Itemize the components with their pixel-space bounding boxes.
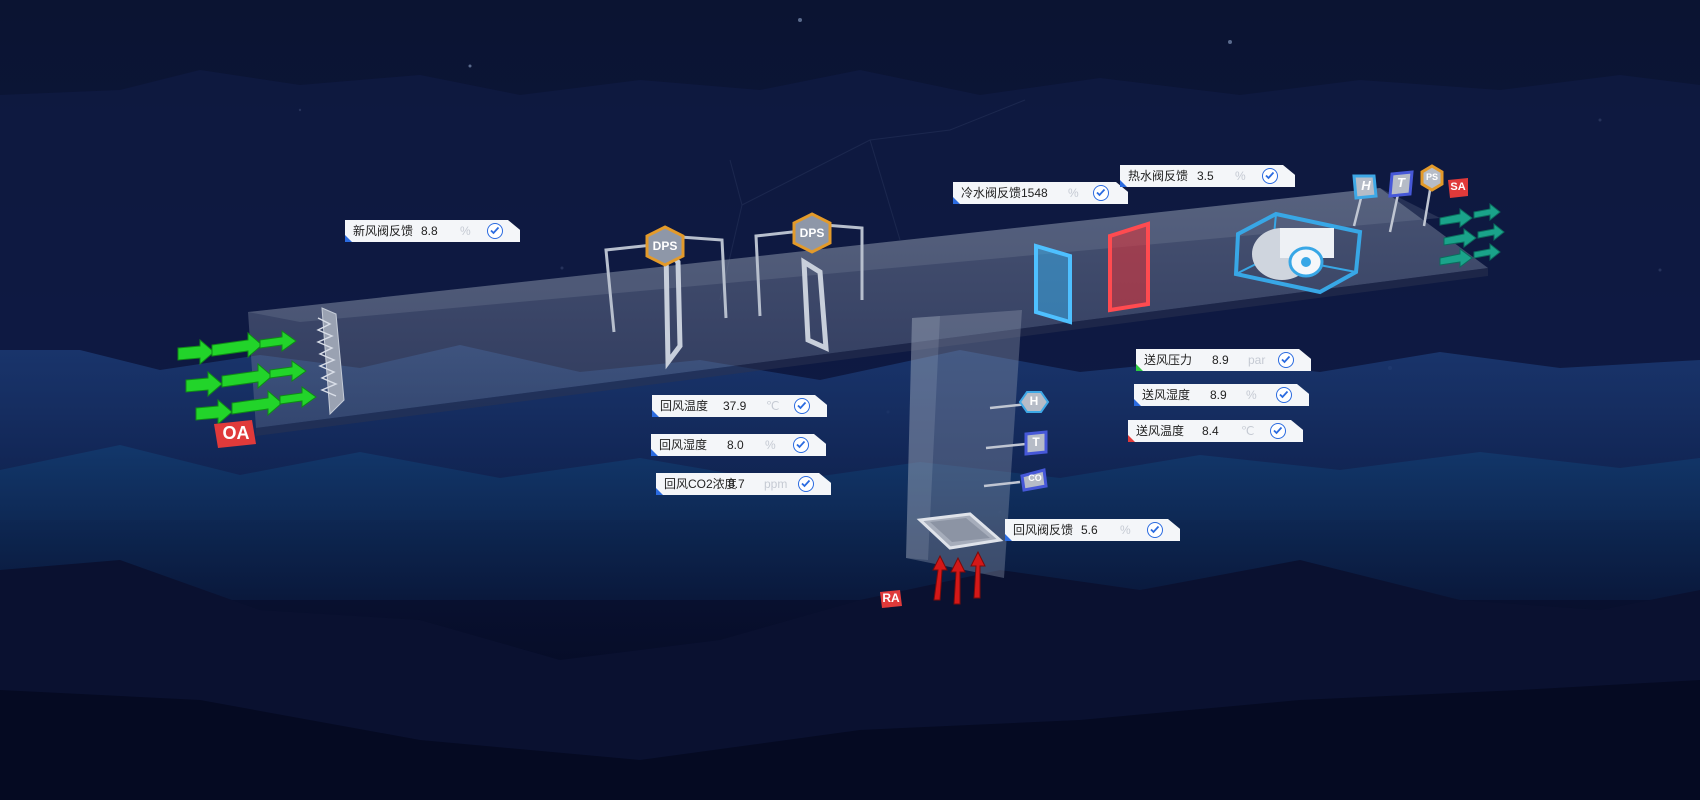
cooling-coil — [1034, 243, 1072, 325]
check-icon[interactable] — [798, 476, 814, 492]
return-air-arrows — [932, 550, 986, 605]
main-duct — [248, 188, 1488, 436]
check-icon[interactable] — [1270, 423, 1286, 439]
readout-value: 8.8 — [421, 224, 438, 238]
h-top-label: H — [1361, 178, 1371, 193]
check-icon[interactable] — [487, 223, 503, 239]
check-icon[interactable] — [1278, 352, 1294, 368]
h-mid-label: H — [1029, 394, 1039, 408]
readout-unit: % — [1235, 169, 1246, 183]
dps-1-label: DPS — [652, 239, 678, 253]
readout-label: 送风湿度 — [1142, 388, 1191, 402]
readout-label: 送风压力 — [1144, 353, 1193, 367]
readout-value: 8.9 — [1210, 388, 1227, 402]
readout-label: 回风阀反馈 — [1013, 523, 1074, 537]
sa-marker — [1448, 178, 1468, 198]
supply-air-arrows — [1439, 202, 1505, 268]
readout-fresh-air-valve[interactable]: 新风阀反馈 8.8 % — [345, 220, 520, 242]
readout-hot-water-valve[interactable]: 热水阀反馈 3.5 % — [1120, 165, 1295, 187]
readout-chilled-water-valve[interactable]: 冷水阀反馈 1548 % — [953, 182, 1128, 204]
readout-return-humidity[interactable]: 回风湿度 8.0 % — [651, 434, 826, 456]
temperature-sensor-mid — [1024, 430, 1048, 456]
humidity-sensor-mid — [1018, 391, 1050, 413]
fresh-air-arrows — [177, 330, 317, 426]
dps-sensor-1 — [604, 225, 728, 370]
readout-unit: % — [460, 224, 471, 238]
readout-return-temperature[interactable]: 回风温度 37.9 ℃ — [652, 395, 827, 417]
ra-label: RA — [882, 591, 900, 605]
humidity-sensor-top — [1352, 174, 1378, 200]
oa-label: OA — [222, 423, 250, 443]
check-icon[interactable] — [1147, 522, 1163, 538]
co-mid-label: CO — [1028, 473, 1042, 483]
readout-unit: % — [1120, 523, 1131, 537]
heating-coil — [1108, 221, 1150, 313]
check-icon[interactable] — [1093, 185, 1109, 201]
readout-return-air-valve[interactable]: 回风阀反馈 5.6 % — [1005, 519, 1180, 541]
temperature-sensor-top — [1388, 170, 1414, 198]
check-icon[interactable] — [793, 437, 809, 453]
co2-sensor-mid — [1020, 468, 1048, 492]
dps-2-label: DPS — [799, 226, 825, 240]
readout-label: 冷水阀反馈 — [961, 186, 1022, 200]
readout-supply-temperature[interactable]: 送风温度 8.4 ℃ — [1128, 420, 1303, 442]
dps-sensor-2 — [754, 212, 864, 352]
check-icon[interactable] — [794, 398, 810, 414]
readout-value: 5.6 — [1081, 523, 1098, 537]
readout-value: 8.7 — [728, 477, 745, 491]
readout-value: 3.5 — [1197, 169, 1214, 183]
readout-unit: ℃ — [1241, 424, 1255, 438]
readout-label: 送风温度 — [1136, 424, 1185, 438]
supply-fan — [1233, 211, 1363, 295]
readout-label: 新风阀反馈 — [353, 224, 414, 238]
readout-value: 8.0 — [727, 438, 744, 452]
return-air-damper — [916, 512, 1004, 550]
readout-unit: ppm — [764, 477, 788, 491]
check-icon[interactable] — [1262, 168, 1278, 184]
readout-unit: par — [1248, 353, 1266, 367]
readout-value: 1548 — [1021, 186, 1048, 200]
sa-label: SA — [1450, 181, 1466, 193]
return-duct — [906, 310, 1022, 578]
ra-marker — [880, 590, 902, 608]
readout-unit: % — [765, 438, 776, 452]
t-mid-label: T — [1032, 435, 1040, 449]
readout-label: 回风湿度 — [659, 438, 708, 452]
pressure-sensor-top — [1420, 164, 1444, 192]
readout-return-co2[interactable]: 回风CO2浓度 8.7 ppm — [656, 473, 831, 495]
check-icon[interactable] — [1276, 387, 1292, 403]
readout-value: 8.4 — [1202, 424, 1219, 438]
oa-marker — [214, 420, 256, 448]
readout-unit: % — [1068, 186, 1079, 200]
t-top-label: T — [1397, 175, 1405, 190]
readout-unit: % — [1246, 388, 1257, 402]
readout-label: 回风CO2浓度 — [664, 477, 737, 491]
ps-top-label: PS — [1425, 172, 1438, 182]
readout-label: 热水阀反馈 — [1128, 169, 1189, 183]
readout-supply-pressure[interactable]: 送风压力 8.9 par — [1136, 349, 1311, 371]
readout-label: 回风温度 — [660, 399, 709, 413]
readout-value: 37.9 — [723, 399, 747, 413]
readout-unit: ℃ — [766, 399, 780, 413]
readout-value: 8.9 — [1212, 353, 1229, 367]
readout-supply-humidity[interactable]: 送风湿度 8.9 % — [1134, 384, 1309, 406]
